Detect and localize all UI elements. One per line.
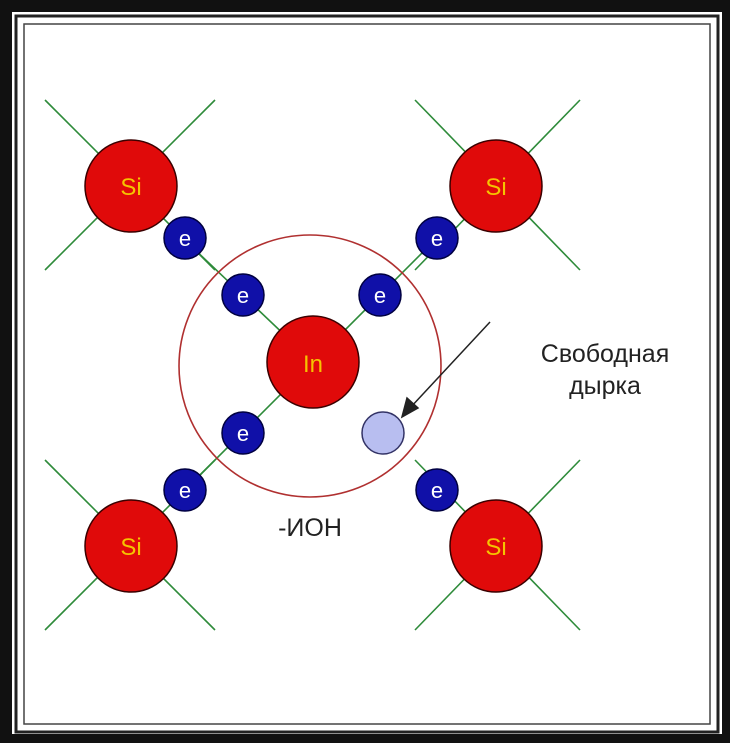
electron: e xyxy=(221,273,265,317)
in-atom-label: In xyxy=(303,351,323,378)
electron-label: e xyxy=(431,478,443,503)
panel-background xyxy=(12,12,722,734)
electron-label: e xyxy=(431,226,443,251)
si-atom: Si xyxy=(84,139,178,233)
electron-circle xyxy=(415,468,459,512)
electron-label: e xyxy=(237,283,249,308)
si-atom-circle xyxy=(84,499,178,593)
si-atom-label: Si xyxy=(120,534,141,561)
electron: e xyxy=(415,468,459,512)
si-atom: Si xyxy=(449,499,543,593)
electron: e xyxy=(163,216,207,260)
hole-arrow-head xyxy=(400,396,420,419)
electron-label: e xyxy=(237,421,249,446)
panel-border-inner xyxy=(23,23,711,725)
electron-circle xyxy=(163,216,207,260)
ion-boundary-circle xyxy=(178,234,442,498)
electron-circle xyxy=(358,273,402,317)
electron-label: e xyxy=(179,478,191,503)
si-atom-circle xyxy=(449,499,543,593)
free-hole xyxy=(361,411,405,455)
in-atom-circle xyxy=(266,315,360,409)
electron: e xyxy=(221,411,265,455)
electron-label: e xyxy=(179,226,191,251)
hole-arrow xyxy=(400,321,491,419)
si-atom: Si xyxy=(449,139,543,233)
electron: e xyxy=(415,216,459,260)
hole-label-line2: дырка xyxy=(569,372,641,400)
electron-circle xyxy=(415,216,459,260)
electron-circle xyxy=(221,273,265,317)
hole-label-line1: Свободная xyxy=(541,340,669,368)
in-atom: In xyxy=(266,315,360,409)
si-atom-label: Si xyxy=(485,534,506,561)
electron-circle xyxy=(163,468,207,512)
panel-border-outer xyxy=(14,14,720,734)
si-atom: Si xyxy=(84,499,178,593)
electron: e xyxy=(163,468,207,512)
si-atom-label: Si xyxy=(485,174,506,201)
si-atom-circle xyxy=(449,139,543,233)
si-atom-circle xyxy=(84,139,178,233)
electron-label: e xyxy=(374,283,386,308)
electron: e xyxy=(358,273,402,317)
electron-circle xyxy=(221,411,265,455)
ion-label: -ИОН xyxy=(278,514,342,542)
si-atom-label: Si xyxy=(120,174,141,201)
hole-arrow-line xyxy=(409,321,491,409)
